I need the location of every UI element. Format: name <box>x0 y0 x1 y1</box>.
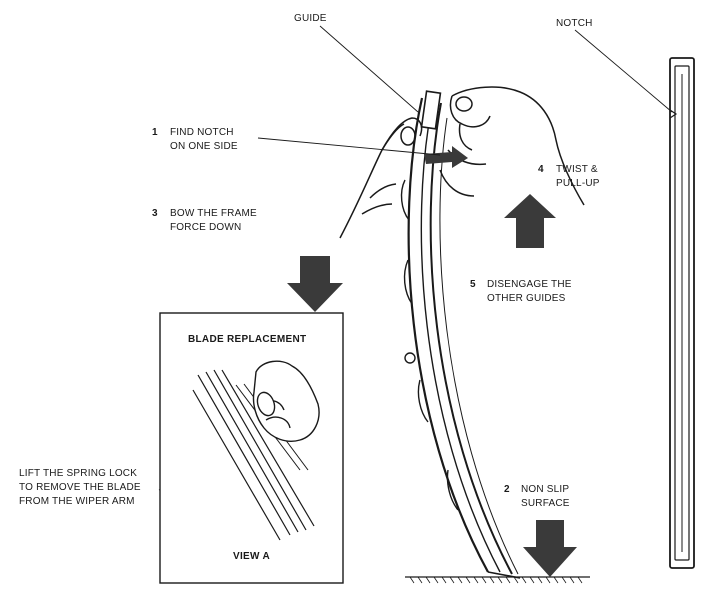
notch-label: NOTCH <box>556 17 593 30</box>
step1-number: 1 <box>152 126 158 139</box>
spring-lock-callout-line3: FROM THE WIPER ARM <box>19 495 135 508</box>
replacement-blade-strip <box>670 58 694 568</box>
step1-text-line1: FIND NOTCH <box>170 126 234 139</box>
step5-text-line2: OTHER GUIDES <box>487 292 566 305</box>
notch-direction-arrow <box>424 146 468 168</box>
step2-text-line1: NON SLIP <box>521 483 569 496</box>
spring-lock-callout-line2: TO REMOVE THE BLADE <box>19 481 141 494</box>
ground-surface <box>405 577 590 583</box>
step4-text-line2: PULL-UP <box>556 177 600 190</box>
pull-up-arrow <box>504 194 556 248</box>
step2-text-line2: SURFACE <box>521 497 570 510</box>
step3-number: 3 <box>152 207 158 220</box>
step3-text-line1: BOW THE FRAME <box>170 207 257 220</box>
guide-label: GUIDE <box>294 12 327 25</box>
step1-text-line2: ON ONE SIDE <box>170 140 238 153</box>
inset-caption: VIEW A <box>233 551 270 562</box>
step4-text-line1: TWIST & <box>556 163 598 176</box>
bowed-wiper-frame <box>402 98 520 578</box>
step5-number: 5 <box>470 278 476 291</box>
step3-text-line2: FORCE DOWN <box>170 221 241 234</box>
step4-number: 4 <box>538 163 544 176</box>
inset-title: BLADE REPLACEMENT <box>188 334 306 345</box>
spring-lock-callout-line1: LIFT THE SPRING LOCK <box>19 467 137 480</box>
step5-text-line1: DISENGAGE THE <box>487 278 572 291</box>
surface-down-arrow <box>523 520 577 577</box>
blade-replacement-inset <box>160 313 343 583</box>
step2-number: 2 <box>504 483 510 496</box>
force-down-arrow <box>287 256 343 312</box>
